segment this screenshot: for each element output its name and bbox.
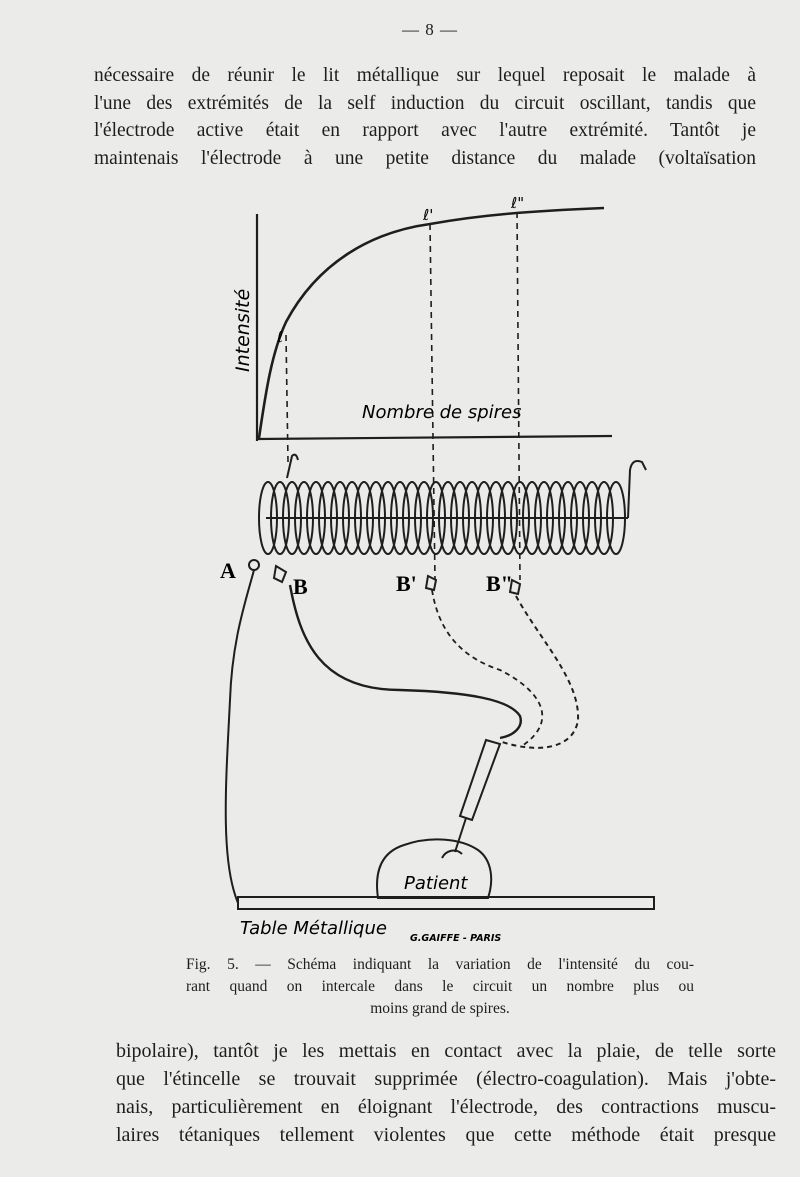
page-number: — 8 — [402,20,458,39]
spark-mark [441,849,463,859]
terminal-label-b: B [293,574,308,599]
curve-point-label: ℓ" [510,194,524,212]
paragraph-line: l'une des extrémités de la self inductio… [94,92,756,114]
paragraph-line: maintenais l'électrode à une petite dist… [94,147,756,169]
terminal-label-a: A [220,558,236,583]
caption-line: Fig. 5. — Schéma indiquant la variation … [186,956,694,973]
dashed-guides [285,211,521,581]
wires [224,569,580,904]
y-axis-label: Intensité [232,289,254,372]
table-label: Table Métallique [240,918,387,939]
curve-point-label: ℓ [276,328,283,346]
coil [258,453,647,555]
intensity-curve [257,206,605,439]
paragraph-top: nécessaire de réunir le lit métallique s… [94,62,756,172]
figure-caption: Fig. 5. — Schéma indiquant la variation … [186,954,694,1020]
terminal-label-b2: B" [486,571,513,596]
x-axis [256,434,613,441]
paragraph-bottom: bipolaire), tantôt je les mettais en con… [116,1037,776,1149]
paragraph-line: nais, particulièrement en éloignant l'él… [116,1096,776,1118]
curve-point-label: ℓ' [422,206,433,224]
caption-line: rant quand on intercale dans le circuit … [186,978,694,995]
x-axis-label: Nombre de spires [362,402,522,423]
paragraph-line: l'électrode active était en rapport avec… [94,120,756,141]
paragraph-line: nécessaire de réunir le lit métallique s… [94,65,756,86]
electrode [454,738,502,853]
patient-label: Patient [404,873,468,894]
paragraph-line: que l'étincelle se trouvait supprimée (é… [116,1068,776,1090]
graph-axes [255,214,613,441]
terminal-label-b1: B' [396,571,417,596]
maker-mark: G.GAIFFE - PARIS [410,933,501,944]
caption-line: moins grand de spires. [370,1000,510,1017]
patient-shape [376,838,493,899]
paragraph-line: bipolaire), tantôt je les mettais en con… [116,1040,776,1062]
paragraph-line: laires tétaniques tellement violentes qu… [116,1124,776,1146]
metal-table [237,896,655,910]
